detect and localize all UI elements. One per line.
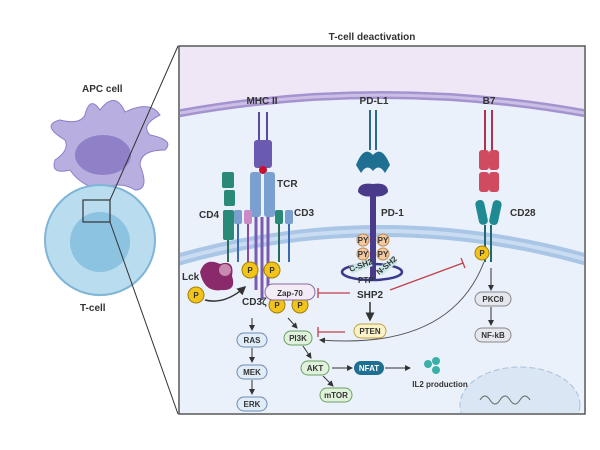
b7 xyxy=(479,110,499,192)
svg-text:PY: PY xyxy=(378,236,389,245)
lck xyxy=(200,261,234,291)
pkc-node xyxy=(474,291,512,307)
svg-text:PY: PY xyxy=(358,250,369,259)
svg-text:PTP: PTP xyxy=(358,276,374,285)
cd3-label: CD3 xyxy=(294,208,314,219)
panel xyxy=(180,47,584,413)
peptide-icon xyxy=(259,166,267,174)
svg-text:RAS: RAS xyxy=(244,336,262,345)
lck-label: Lck xyxy=(182,272,200,283)
svg-text:NFAT: NFAT xyxy=(359,364,379,373)
dna-icon xyxy=(479,395,531,405)
svg-text:mTOR: mTOR xyxy=(324,391,348,400)
mek-node xyxy=(236,364,268,380)
svg-text:PY: PY xyxy=(358,236,369,245)
zoom-box xyxy=(82,199,111,223)
cd28-label: CD28 xyxy=(510,208,536,219)
tcell-label: T-cell xyxy=(80,303,106,314)
svg-text:P: P xyxy=(274,301,280,310)
pi3k-node xyxy=(283,330,313,346)
phosphate-groups: P P P P P P xyxy=(187,245,490,314)
pd1-label: PD-1 xyxy=(381,208,404,219)
shp2-label: SHP2 xyxy=(357,290,384,301)
nucleus xyxy=(459,366,581,413)
svg-text:P: P xyxy=(269,266,275,275)
mhc2-label: MHC II xyxy=(246,96,277,107)
cd4-label: CD4 xyxy=(199,210,219,221)
svg-text:P: P xyxy=(479,249,485,258)
il2-icon xyxy=(424,357,440,374)
il2-label: IL2 production xyxy=(412,380,468,389)
pten-node xyxy=(353,323,387,339)
mtor-node xyxy=(319,387,353,403)
svg-text:ERK: ERK xyxy=(244,400,261,409)
apc-label: APC cell xyxy=(82,84,123,95)
erk-node xyxy=(236,396,268,412)
svg-text:P: P xyxy=(247,266,253,275)
ras-node xyxy=(236,332,268,348)
svg-text:P: P xyxy=(193,291,199,300)
svg-text:PI3K: PI3K xyxy=(289,334,307,343)
svg-text:PTEN: PTEN xyxy=(359,327,381,336)
pathway-arrows xyxy=(204,261,494,395)
svg-text:MEK: MEK xyxy=(243,368,261,377)
svg-text:Zap-70: Zap-70 xyxy=(277,289,303,298)
apc-cell xyxy=(50,100,169,191)
tcr-label: TCR xyxy=(277,179,298,190)
zoom-line-bottom xyxy=(109,221,179,415)
cd3-chains xyxy=(234,210,293,262)
pd-1 xyxy=(358,183,388,280)
nfat-node xyxy=(354,361,384,375)
panel-border xyxy=(178,45,586,415)
cd28 xyxy=(475,199,502,262)
zoom-line-top xyxy=(109,45,179,201)
zap70-node xyxy=(264,283,316,301)
nfkb-node xyxy=(474,327,512,343)
panel-title: T-cell deactivation xyxy=(329,32,416,43)
cd4 xyxy=(222,172,235,262)
t-cell xyxy=(44,184,156,296)
mhc-tcr-complex xyxy=(250,112,275,300)
inhibition-lines xyxy=(317,257,466,337)
cd3z-label: CD3ζ xyxy=(242,297,267,308)
b7-label: B7 xyxy=(483,96,496,107)
svg-text:PY: PY xyxy=(378,250,389,259)
svg-text:P: P xyxy=(297,301,303,310)
pd-l1 xyxy=(356,110,390,173)
akt-node xyxy=(300,360,330,376)
pdl1-label: PD-L1 xyxy=(360,96,389,107)
svg-text:NF-kB: NF-kB xyxy=(481,331,505,340)
svg-text:AKT: AKT xyxy=(307,364,324,373)
svg-text:PKCθ: PKCθ xyxy=(482,295,503,304)
signaling-nodes: Zap-70 SHP2 PTEN PI3K AKT mTOR RAS MEK E… xyxy=(236,283,512,412)
